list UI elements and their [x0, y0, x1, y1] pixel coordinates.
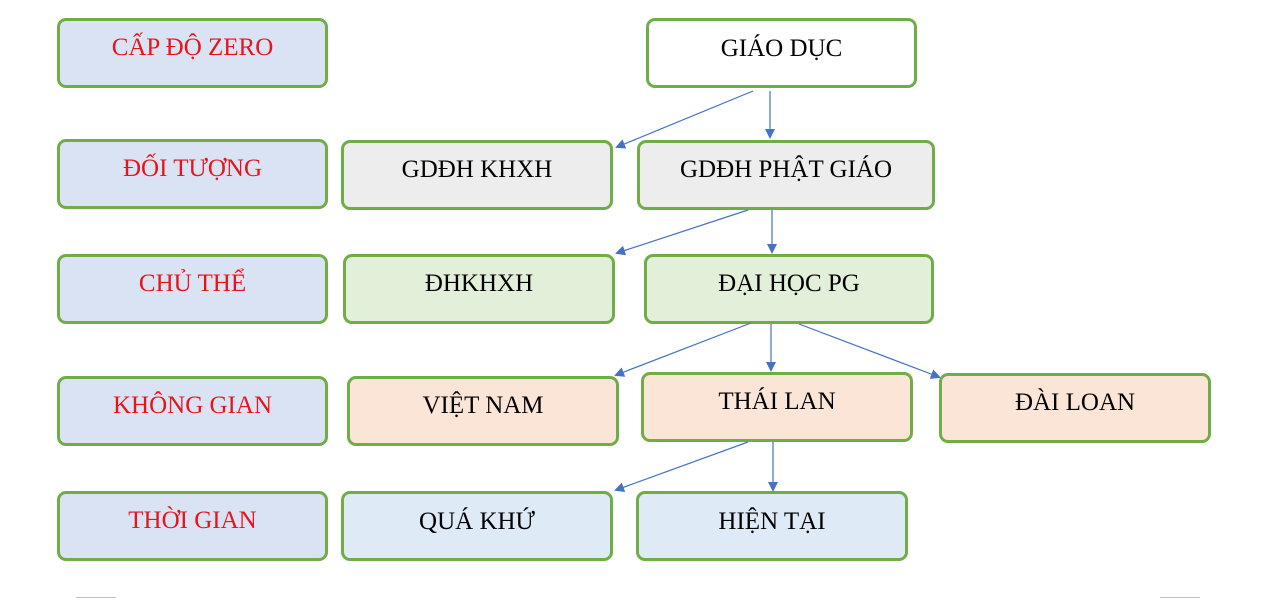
arrow-education-to-gddh-khxh: [615, 90, 754, 149]
page-edge-mark-left: [76, 597, 116, 598]
node-gddh-pg: GDĐH PHẬT GIÁO: [637, 140, 935, 210]
level-object-box: ĐỐI TƯỢNG: [57, 139, 328, 209]
node-thailand: THÁI LAN: [641, 372, 913, 442]
level-zero-label: CẤP ĐỘ ZERO: [111, 34, 274, 61]
node-education-label: GIÁO DỤC: [720, 35, 843, 62]
level-time-box: THỜI GIAN: [57, 491, 328, 561]
node-present-label: HIỆN TẠI: [718, 508, 826, 535]
node-gddh-pg-label: GDĐH PHẬT GIÁO: [679, 156, 893, 183]
node-dh-pg-label: ĐẠI HỌC PG: [718, 270, 860, 297]
arrow-dh-pg-to-taiwan: [798, 323, 941, 379]
node-thailand-label: THÁI LAN: [718, 388, 836, 415]
node-vietnam: VIỆT NAM: [347, 376, 619, 446]
node-dhkhxh-label: ĐHKHXH: [424, 270, 534, 297]
node-gddh-khxh-label: GDĐH KHXH: [401, 156, 553, 183]
node-gddh-khxh: GDĐH KHXH: [341, 140, 613, 210]
level-time-label: THỜI GIAN: [128, 507, 257, 534]
node-taiwan: ĐÀI LOAN: [939, 373, 1211, 443]
level-subject-label: CHỦ THỂ: [138, 270, 247, 297]
node-past-label: QUÁ KHỨ: [419, 508, 535, 535]
arrow-thailand-to-past: [614, 441, 749, 492]
level-zero-box: CẤP ĐỘ ZERO: [57, 18, 328, 88]
node-present: HIỆN TẠI: [636, 491, 908, 561]
node-past: QUÁ KHỨ: [341, 491, 613, 561]
arrow-dh-pg-to-vietnam: [614, 322, 752, 377]
node-vietnam-label: VIỆT NAM: [422, 392, 544, 419]
node-education: GIÁO DỤC: [646, 18, 917, 88]
node-dhkhxh: ĐHKHXH: [343, 254, 615, 324]
level-space-box: KHÔNG GIAN: [57, 376, 328, 446]
level-space-label: KHÔNG GIAN: [112, 392, 272, 419]
level-object-label: ĐỐI TƯỢNG: [122, 155, 263, 182]
arrow-gddh-pg-to-dhkhxh: [615, 209, 749, 256]
node-dh-pg: ĐẠI HỌC PG: [644, 254, 934, 324]
level-subject-box: CHỦ THỂ: [57, 254, 328, 324]
page-edge-mark-right: [1160, 597, 1200, 598]
node-taiwan-label: ĐÀI LOAN: [1014, 389, 1136, 416]
